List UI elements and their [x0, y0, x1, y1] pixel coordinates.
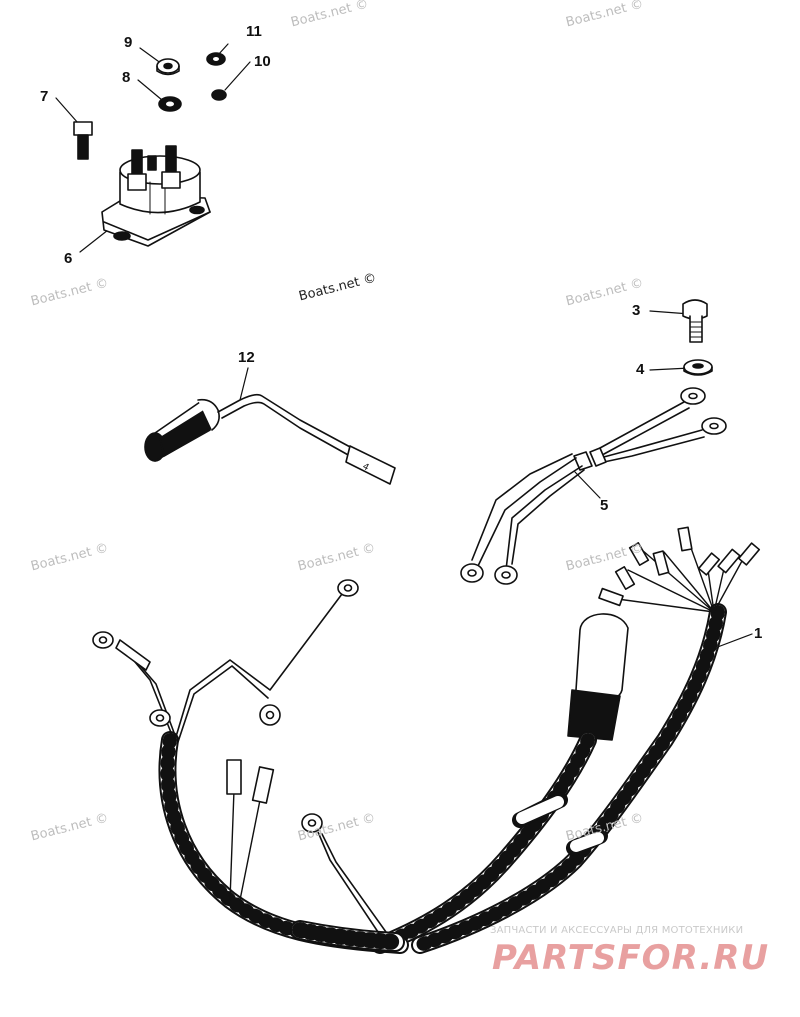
nut-8	[158, 96, 182, 112]
nut-9	[156, 58, 180, 76]
screw-3	[682, 299, 708, 343]
capacitor-12: 4	[144, 393, 396, 485]
washer-10	[211, 89, 227, 101]
lock-washer-11	[206, 52, 226, 66]
wiring-harness-1	[92, 526, 761, 954]
callout-11: 11	[246, 23, 262, 40]
callout-8: 8	[122, 69, 131, 86]
svg-text:4: 4	[361, 462, 371, 474]
brand-tagline: ЗАПЧАСТИ И АКСЕССУАРЫ ДЛЯ МОТОТЕХНИКИ	[490, 925, 744, 936]
callout-3: 3	[632, 302, 641, 319]
bolt-7	[73, 121, 93, 160]
callout-12: 12	[238, 349, 255, 366]
leader-lines	[55, 43, 753, 649]
callout-10: 10	[254, 53, 271, 70]
callout-1: 1	[754, 625, 763, 642]
callout-5: 5	[600, 497, 609, 514]
callout-9: 9	[124, 34, 133, 51]
callout-4: 4	[636, 361, 645, 378]
brand-logo: PARTSFOR.RU	[492, 938, 770, 978]
callout-7: 7	[40, 88, 49, 105]
washer-4	[683, 359, 713, 376]
starter-solenoid-6	[101, 145, 211, 247]
callout-6: 6	[64, 250, 73, 267]
ground-lead-5	[460, 387, 727, 585]
